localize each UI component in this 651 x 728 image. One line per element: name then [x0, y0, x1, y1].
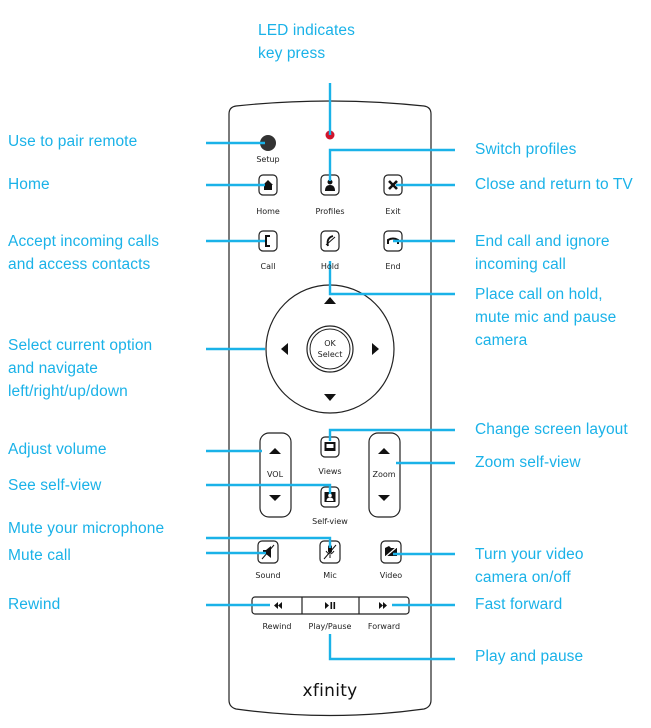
video-label: Video — [379, 571, 403, 580]
volume-down-icon[interactable] — [269, 495, 281, 501]
profile-icon — [325, 179, 335, 191]
ok-select-button[interactable] — [306, 325, 354, 373]
callout-leaders — [206, 83, 455, 661]
zoom-in-icon[interactable] — [378, 448, 390, 454]
sound-label: Sound — [255, 571, 281, 580]
volume-rocker[interactable] — [259, 432, 292, 518]
setup-button[interactable] — [260, 135, 276, 151]
leader-self-view — [206, 483, 332, 494]
zoom-rocker[interactable] — [368, 432, 401, 518]
callout-play-pause: Play and pause — [475, 648, 584, 665]
rewind-icon — [274, 602, 282, 609]
callout-setup: Use to pair remote — [8, 133, 138, 150]
call-label: Call — [260, 262, 276, 271]
callout-mic: Mute your microphone — [8, 520, 165, 537]
callout-exit: Close and return to TV — [475, 176, 633, 193]
callout-vol: Adjust volume — [8, 441, 107, 458]
profiles-label: Profiles — [315, 207, 345, 216]
close-icon — [388, 180, 398, 190]
play-pause-button[interactable] — [325, 602, 336, 609]
forward-button[interactable] — [379, 602, 387, 609]
callout-video: Turn your video camera on/off — [475, 546, 584, 586]
forward-label: Forward — [367, 622, 401, 631]
exit-label: Exit — [385, 207, 401, 216]
leader-views — [328, 428, 455, 441]
video-button[interactable] — [380, 540, 402, 564]
callout-self-view: See self-view — [8, 477, 102, 494]
hold-label: Hold — [320, 262, 340, 271]
phone-icon — [265, 235, 270, 247]
vol-label: VOL — [266, 470, 284, 479]
left-arrow-icon[interactable] — [281, 343, 288, 355]
ok-label-line2: Select — [317, 350, 343, 359]
zoom-out-icon[interactable] — [378, 495, 390, 501]
volume-up-icon[interactable] — [269, 448, 281, 454]
callout-end: End call and ignore incoming call — [475, 233, 610, 273]
leader-hold — [328, 261, 455, 296]
play-pause-label: Play/Pause — [308, 622, 352, 631]
views-button[interactable] — [320, 436, 340, 458]
leader-mic — [206, 536, 332, 548]
self-view-icon — [324, 492, 336, 502]
fast-forward-icon — [379, 602, 387, 609]
callout-hold: Place call on hold, mute mic and pause c… — [475, 286, 617, 349]
right-arrow-icon[interactable] — [372, 343, 379, 355]
ok-label: OK Select — [300, 338, 360, 360]
callout-nav: Select current option and navigate left/… — [8, 337, 153, 400]
callout-forward: Fast forward — [475, 596, 563, 613]
up-arrow-icon[interactable] — [324, 297, 336, 304]
home-label: Home — [256, 207, 280, 216]
ok-label-line1: OK — [324, 339, 336, 348]
callout-call: Accept incoming calls and access contact… — [8, 233, 160, 273]
remote-body-outline — [228, 100, 432, 717]
callout-views: Change screen layout — [475, 421, 628, 438]
rewind-label: Rewind — [262, 622, 292, 631]
xfinity-logo: xfinity — [302, 681, 358, 701]
play-pause-icon — [325, 602, 336, 609]
rewind-button[interactable] — [274, 602, 282, 609]
self-view-button[interactable] — [320, 486, 340, 508]
call-button[interactable] — [258, 230, 278, 252]
views-label: Views — [318, 467, 342, 476]
setup-label: Setup — [256, 155, 280, 164]
leader-profiles — [328, 148, 455, 181]
hold-button[interactable] — [320, 230, 340, 252]
callout-rewind: Rewind — [8, 596, 61, 613]
phone-hold-icon — [325, 235, 336, 247]
leader-play-pause — [328, 634, 455, 661]
callout-zoom: Zoom self-view — [475, 454, 581, 471]
callout-sound: Mute call — [8, 547, 71, 564]
end-label: End — [385, 262, 401, 271]
self-view-label: Self-view — [312, 517, 348, 526]
down-arrow-icon[interactable] — [324, 394, 336, 401]
home-icon — [263, 180, 273, 190]
callout-led: LED indicates key press — [258, 22, 355, 62]
callout-home: Home — [8, 176, 50, 193]
layout-icon — [324, 442, 336, 451]
profiles-button[interactable] — [320, 174, 340, 196]
speaker-muted-icon — [261, 544, 275, 560]
zoom-label: Zoom — [372, 470, 396, 479]
callout-profiles: Switch profiles — [475, 141, 577, 158]
mic-label: Mic — [323, 571, 337, 580]
